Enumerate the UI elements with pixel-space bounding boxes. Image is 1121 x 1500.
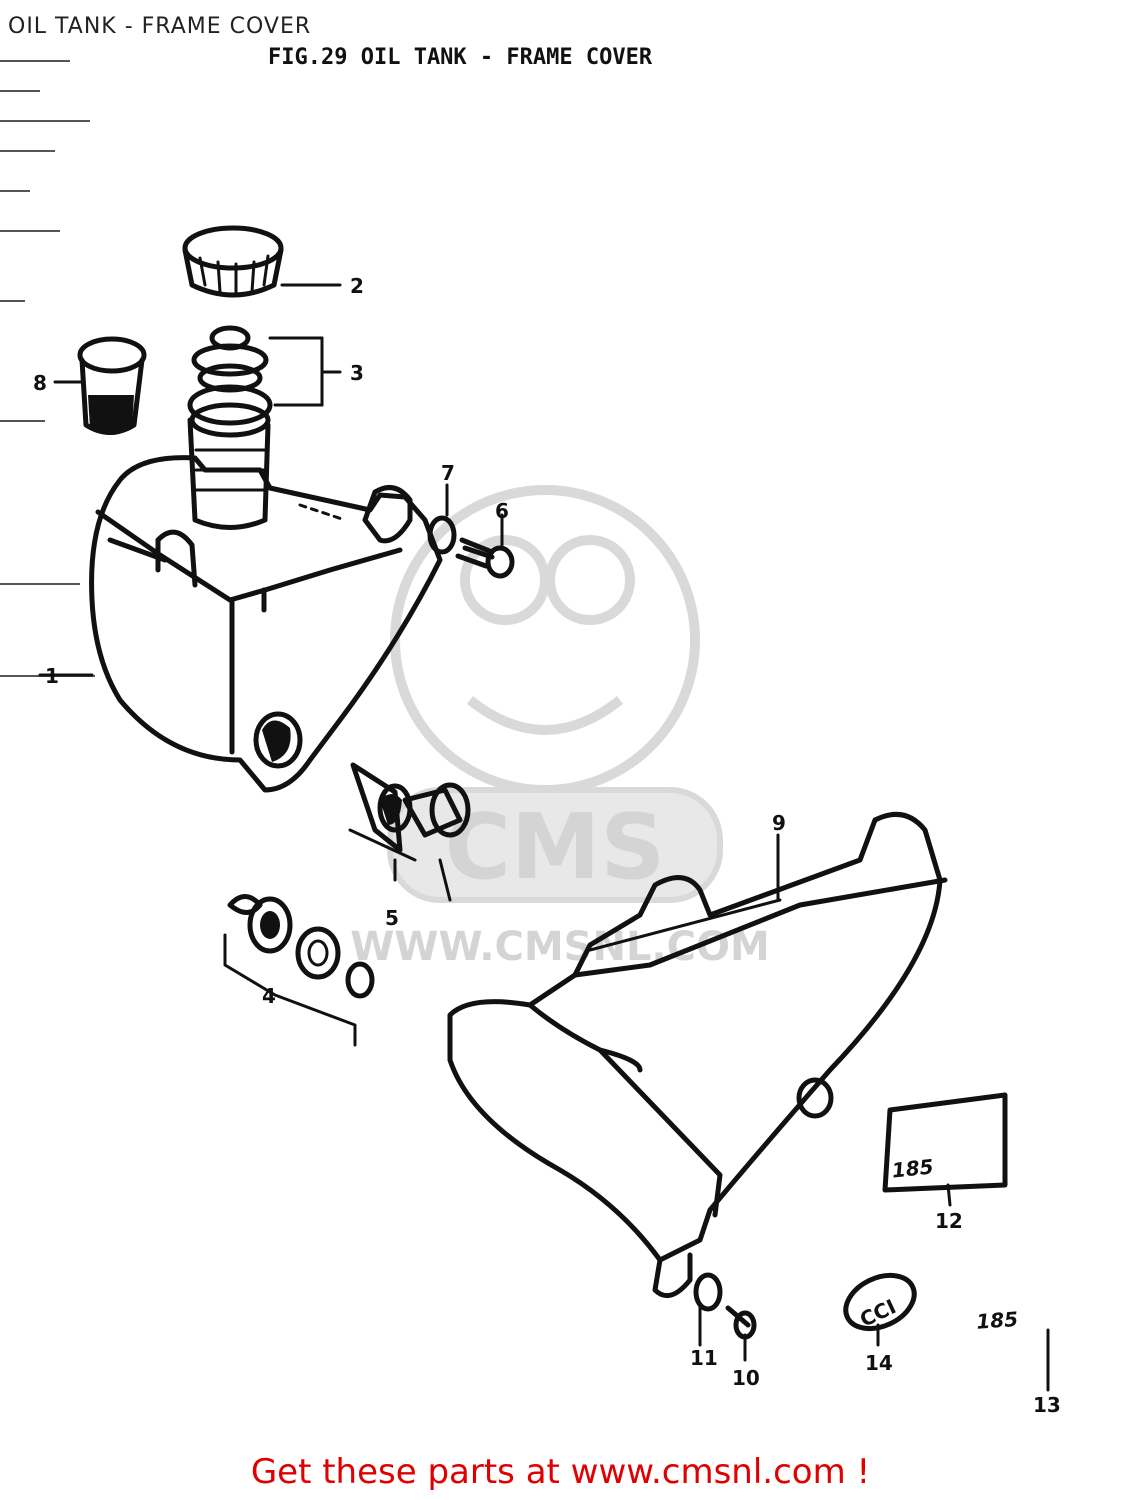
grommet-set [223, 894, 375, 1047]
callout-10: 10 [732, 1366, 760, 1390]
callout-1: 1 [45, 664, 59, 688]
oil-tank [38, 402, 443, 793]
watermark-logo-text: CMS [445, 795, 665, 900]
bolt-6 [455, 513, 515, 579]
callout-12: 12 [935, 1209, 963, 1233]
callout-3: 3 [350, 361, 364, 385]
screw-10 [725, 1305, 757, 1362]
page-title: OIL TANK - FRAME COVER [8, 14, 312, 39]
washer-11 [693, 1272, 723, 1347]
filler-neck-set [187, 325, 342, 426]
emblem-cci: CCI [843, 1272, 917, 1347]
watermark-logo: CMS WWW.CMSNL.COM [350, 485, 770, 970]
callout-13: 13 [1033, 1393, 1061, 1417]
callout-8: 8 [33, 371, 47, 395]
outlet-fitting-set [348, 762, 471, 902]
figure-heading: FIG.29 OIL TANK - FRAME COVER [268, 45, 653, 70]
frame-cover [447, 811, 948, 1299]
emblem-185-lower: 185 [976, 1307, 1050, 1392]
washer-7 [427, 483, 457, 555]
callout-6: 6 [495, 499, 509, 523]
emblem-13-text: 185 [976, 1307, 1019, 1334]
watermark-url-text: WWW.CMSNL.COM [350, 924, 770, 970]
emblem-185-upper: 185 [882, 1092, 1008, 1207]
level-window-cap [53, 336, 147, 435]
callout-5: 5 [385, 906, 399, 930]
emblem-12-text: 185 [891, 1154, 935, 1182]
oil-tank-cap [182, 225, 342, 298]
callout-2: 2 [350, 274, 364, 298]
callout-9: 9 [772, 811, 786, 835]
footer-parts-link[interactable]: Get these parts at www.cmsnl.com ! [250, 1452, 871, 1492]
callout-7: 7 [441, 461, 455, 485]
callout-11: 11 [690, 1346, 718, 1370]
callout-4: 4 [262, 984, 276, 1008]
callout-14: 14 [865, 1351, 893, 1375]
